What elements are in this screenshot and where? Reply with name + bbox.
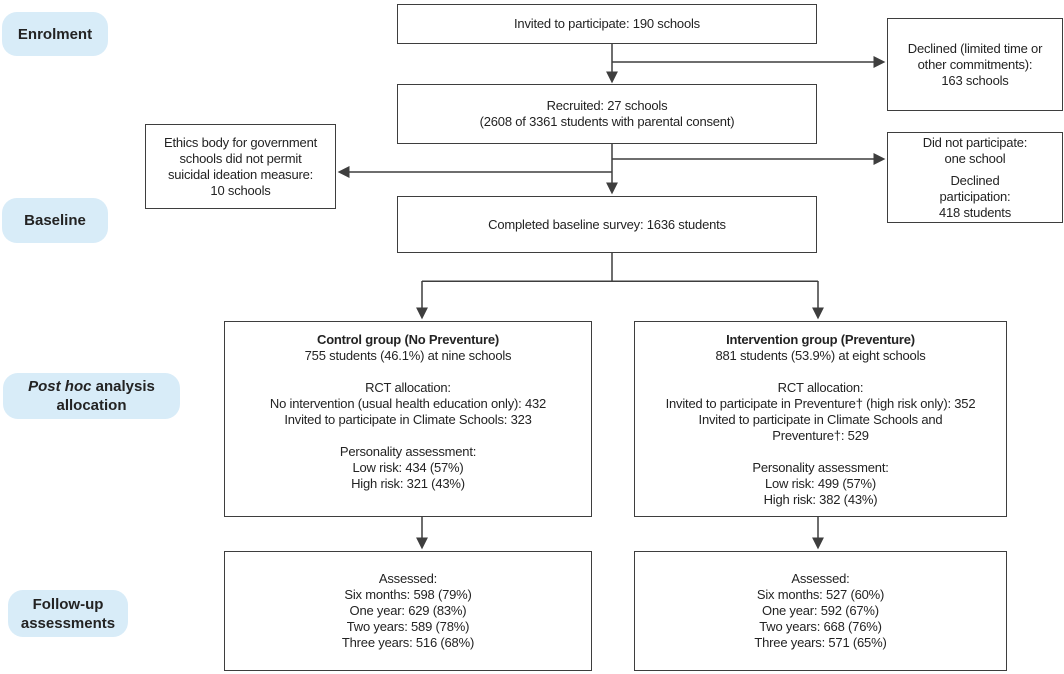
section-header: Personality assessment: xyxy=(339,444,477,459)
box-text: 418 students xyxy=(938,204,1012,220)
box-text: participation: xyxy=(939,188,1011,204)
section-header: RCT allocation: xyxy=(777,380,864,395)
box-text: Completed baseline survey: 1636 students xyxy=(488,216,726,232)
personality-assessment-section: Personality assessment: Low risk: 499 (5… xyxy=(752,460,888,508)
rct-allocation-section: RCT allocation: Invited to participate i… xyxy=(666,380,976,444)
box-text: Declined xyxy=(950,172,1000,188)
box-text: Two years: 589 (78%) xyxy=(346,619,470,634)
stage-label-text: Enrolment xyxy=(17,25,93,43)
section-header: Personality assessment: xyxy=(752,460,889,475)
box-intervention-assessed: Assessed: Six months: 527 (60%) One year… xyxy=(634,551,1007,671)
box-text: Low risk: 434 (57%) xyxy=(352,460,464,475)
box-text: Did not participate: xyxy=(922,134,1028,150)
box-declined: Declined (limited time or other commitme… xyxy=(887,18,1063,111)
box-text: Invited to participate in Preventure† (h… xyxy=(665,396,976,411)
stage-label-text: assessments xyxy=(20,614,116,632)
box-text: One year: 592 (67%) xyxy=(762,603,879,618)
box-text: High risk: 321 (43%) xyxy=(351,476,465,491)
box-text: High risk: 382 (43%) xyxy=(763,492,878,507)
stage-label-text: Follow-up xyxy=(32,595,104,613)
post-hoc-rest-text: analysis xyxy=(91,378,155,395)
group-title: Intervention group (Preventure) xyxy=(726,332,915,347)
section-header: Assessed: xyxy=(791,571,850,586)
box-text: Six months: 527 (60%) xyxy=(756,587,885,602)
box-text: 10 schools xyxy=(210,182,271,198)
paragraph: Did not participate: one school xyxy=(922,134,1028,167)
box-ethics-exclusion: Ethics body for government schools did n… xyxy=(145,124,336,209)
stage-label-text: Baseline xyxy=(24,212,86,229)
paragraph: Declined participation: 418 students xyxy=(939,173,1011,221)
box-text: Invited to participate in Climate School… xyxy=(284,412,532,427)
box-text: 163 schools xyxy=(941,72,1009,88)
group-title: Control group (No Preventure) xyxy=(317,332,499,347)
stage-label-baseline: Baseline xyxy=(2,198,108,243)
box-text: Preventure†: 529 xyxy=(772,428,869,443)
box-text: One year: 629 (83%) xyxy=(349,603,467,618)
box-text: schools did not permit xyxy=(179,150,302,166)
box-text: Three years: 571 (65%) xyxy=(754,635,887,650)
box-invited: Invited to participate: 190 schools xyxy=(397,4,817,44)
box-text: (2608 of 3361 students with parental con… xyxy=(479,114,735,129)
stage-label-enrolment: Enrolment xyxy=(2,12,108,56)
box-text: Two years: 668 (76%) xyxy=(759,619,882,634)
box-text: one school xyxy=(944,150,1006,166)
stage-label-text: allocation xyxy=(56,397,127,414)
box-text: Declined (limited time or xyxy=(907,40,1043,56)
personality-assessment-section: Personality assessment: Low risk: 434 (5… xyxy=(340,444,476,492)
rct-allocation-section: RCT allocation: No intervention (usual h… xyxy=(270,380,546,428)
stage-label-text: Post hoc analysis xyxy=(28,377,155,396)
box-control-assessed: Assessed: Six months: 598 (79%) One year… xyxy=(224,551,592,671)
stage-label-post-hoc-allocation: Post hoc analysis allocation xyxy=(3,373,180,419)
box-text: Low risk: 499 (57%) xyxy=(764,476,877,491)
box-text: Three years: 516 (68%) xyxy=(341,635,475,650)
box-control-group: Control group (No Preventure) 755 studen… xyxy=(224,321,592,517)
section-header: Assessed: xyxy=(378,571,438,586)
box-did-not-participate: Did not participate: one school Declined… xyxy=(887,132,1063,223)
box-baseline-survey: Completed baseline survey: 1636 students xyxy=(397,196,817,253)
box-text: No intervention (usual health education … xyxy=(269,396,547,411)
post-hoc-italic-text: Post hoc xyxy=(28,378,92,395)
box-text: Recruited: 27 schools xyxy=(546,98,668,113)
box-intervention-group: Intervention group (Preventure) 881 stud… xyxy=(634,321,1007,517)
box-recruited: Recruited: 27 schools (2608 of 3361 stud… xyxy=(397,84,817,144)
box-text: Invited to participate: 190 schools xyxy=(514,16,700,31)
box-text: Six months: 598 (79%) xyxy=(344,587,472,602)
box-text: Ethics body for government xyxy=(163,134,318,150)
box-text: Invited to participate in Climate School… xyxy=(698,412,943,427)
box-text: suicidal ideation measure: xyxy=(167,166,314,182)
group-subtitle: 881 students (53.9%) at eight schools xyxy=(715,348,926,363)
box-text: other commitments): xyxy=(917,56,1033,72)
group-subtitle: 755 students (46.1%) at nine schools xyxy=(304,348,512,363)
section-header: RCT allocation: xyxy=(365,380,451,395)
stage-label-follow-up: Follow-up assessments xyxy=(8,590,128,637)
